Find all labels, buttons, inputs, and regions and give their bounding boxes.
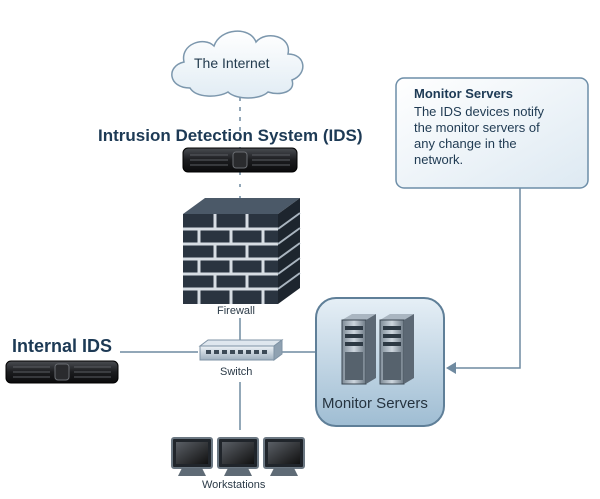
internal-ids-device-icon [5, 360, 119, 384]
callout-title: Monitor Servers [414, 86, 513, 101]
switch-label: Switch [220, 366, 253, 378]
internal-ids-label: Internal IDS [12, 336, 113, 356]
server-tower-icon [379, 314, 414, 385]
callout-body: The IDS devices notify the monitor serve… [414, 104, 544, 168]
workstation-2-icon [217, 437, 259, 476]
ids-title: Intrusion Detection System (IDS) [98, 126, 363, 145]
monitor-servers-panel [315, 297, 445, 427]
workstation-1-icon [171, 437, 213, 476]
line-callout-monitor [452, 188, 521, 369]
switch-icon [198, 339, 284, 361]
workstations-label: Workstations [202, 479, 266, 491]
callout-line: the monitor servers of [414, 120, 540, 135]
monitor-servers-label: Monitor Servers [322, 395, 428, 412]
callout-line: any change in the [414, 136, 517, 151]
callout-line: network. [414, 152, 464, 167]
workstations-icon [171, 437, 305, 476]
internet-cloud-icon [171, 30, 304, 99]
callout-line: The IDS devices notify [414, 104, 545, 119]
callout-box [395, 77, 589, 189]
firewall-icon [183, 198, 301, 304]
internet-label: The Internet [194, 55, 270, 71]
server-tower-icon [341, 314, 376, 385]
ids-device-icon [182, 147, 298, 173]
arrow-head-icon [446, 362, 456, 374]
firewall-label: Firewall [217, 305, 255, 317]
workstation-3-icon [263, 437, 305, 476]
connection-lines [120, 97, 521, 430]
